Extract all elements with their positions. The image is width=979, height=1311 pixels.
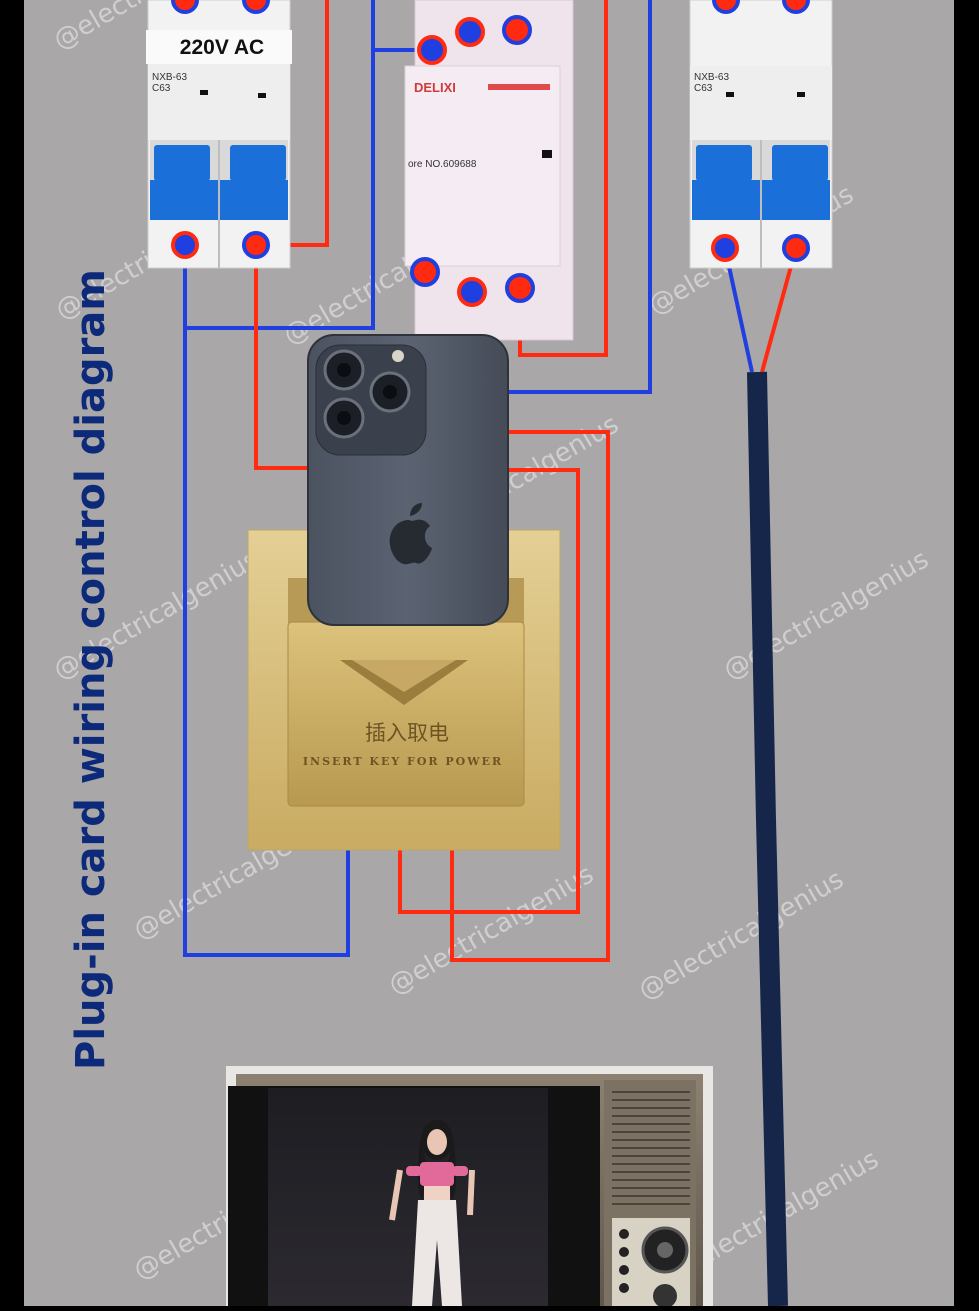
- breaker-left: 220V AC NXB-63 C63: [146, 0, 292, 269]
- contactor: DELIXI ore NO.609688: [404, 0, 574, 341]
- diagram-title: Plug-in card wiring control diagram: [68, 269, 114, 1070]
- breaker-model: NXB-63: [152, 72, 187, 83]
- smartphone-icon[interactable]: [307, 334, 509, 626]
- terminal: [502, 15, 532, 45]
- tv-screen-figure: [389, 1120, 475, 1306]
- terminal: [242, 231, 270, 259]
- terminal: [782, 234, 810, 262]
- terminal: [171, 231, 199, 259]
- terminal: [410, 257, 440, 287]
- output-cable: [747, 371, 788, 1307]
- breaker-toggle[interactable]: [696, 145, 752, 181]
- contactor-brand: DELIXI: [414, 80, 456, 95]
- terminal: [505, 273, 535, 303]
- switch-english-label: INSERT KEY FOR POWER: [303, 755, 503, 768]
- breaker-rating: C63: [152, 83, 171, 94]
- terminal: [457, 277, 487, 307]
- terminal: [417, 35, 447, 65]
- breaker-toggle[interactable]: [154, 145, 210, 181]
- apple-logo-icon: [389, 503, 432, 565]
- breaker-rating: C63: [694, 83, 713, 94]
- tv-icon: [226, 1066, 713, 1308]
- terminal: [711, 234, 739, 262]
- voltage-label: 220V AC: [180, 36, 264, 59]
- breaker-toggle[interactable]: [230, 145, 286, 181]
- contactor-store: ore NO.609688: [408, 159, 477, 170]
- terminal: [455, 17, 485, 47]
- breaker-toggle[interactable]: [772, 145, 828, 181]
- switch-chinese-label: 插入取电: [365, 721, 449, 745]
- breaker-model: NXB-63: [694, 72, 729, 83]
- breaker-right: NXB-63 C63: [689, 0, 833, 269]
